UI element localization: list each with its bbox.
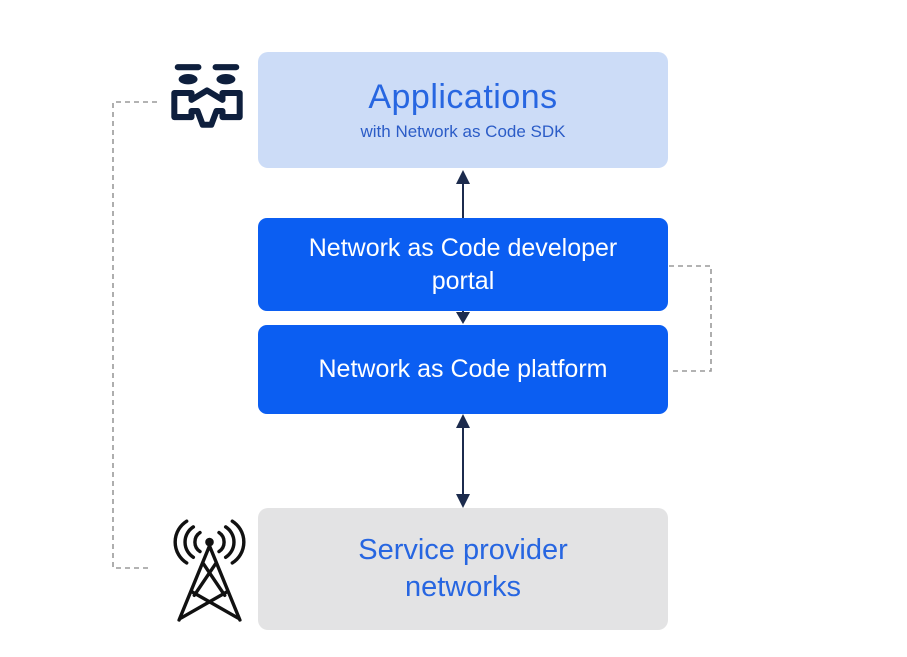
right-dashed-connector xyxy=(669,265,712,372)
service-provider-networks-box: Service provider networks xyxy=(258,508,668,630)
applications-title: Applications xyxy=(368,78,558,117)
drone-icon xyxy=(171,64,243,128)
developer-portal-label-line1: Network as Code developer xyxy=(308,234,618,262)
cell-tower-icon xyxy=(173,519,246,622)
arrow-portal-to-applications xyxy=(456,170,470,218)
developer-portal-box: Network as Code developer portal xyxy=(258,218,668,311)
arrow-platform-networks xyxy=(456,414,470,508)
applications-box: Applications with Network as Code SDK xyxy=(258,52,668,168)
platform-label: Network as Code platform xyxy=(318,355,608,384)
arrow-portal-to-platform xyxy=(456,310,470,324)
developer-portal-label-line2: portal xyxy=(431,266,495,295)
service-provider-label-line2: networks xyxy=(404,571,522,603)
platform-box: Network as Code platform xyxy=(258,325,668,414)
service-provider-label-line1: Service provider xyxy=(358,533,568,566)
left-dashed-connector xyxy=(112,101,157,569)
applications-subtitle: with Network as Code SDK xyxy=(360,121,566,141)
